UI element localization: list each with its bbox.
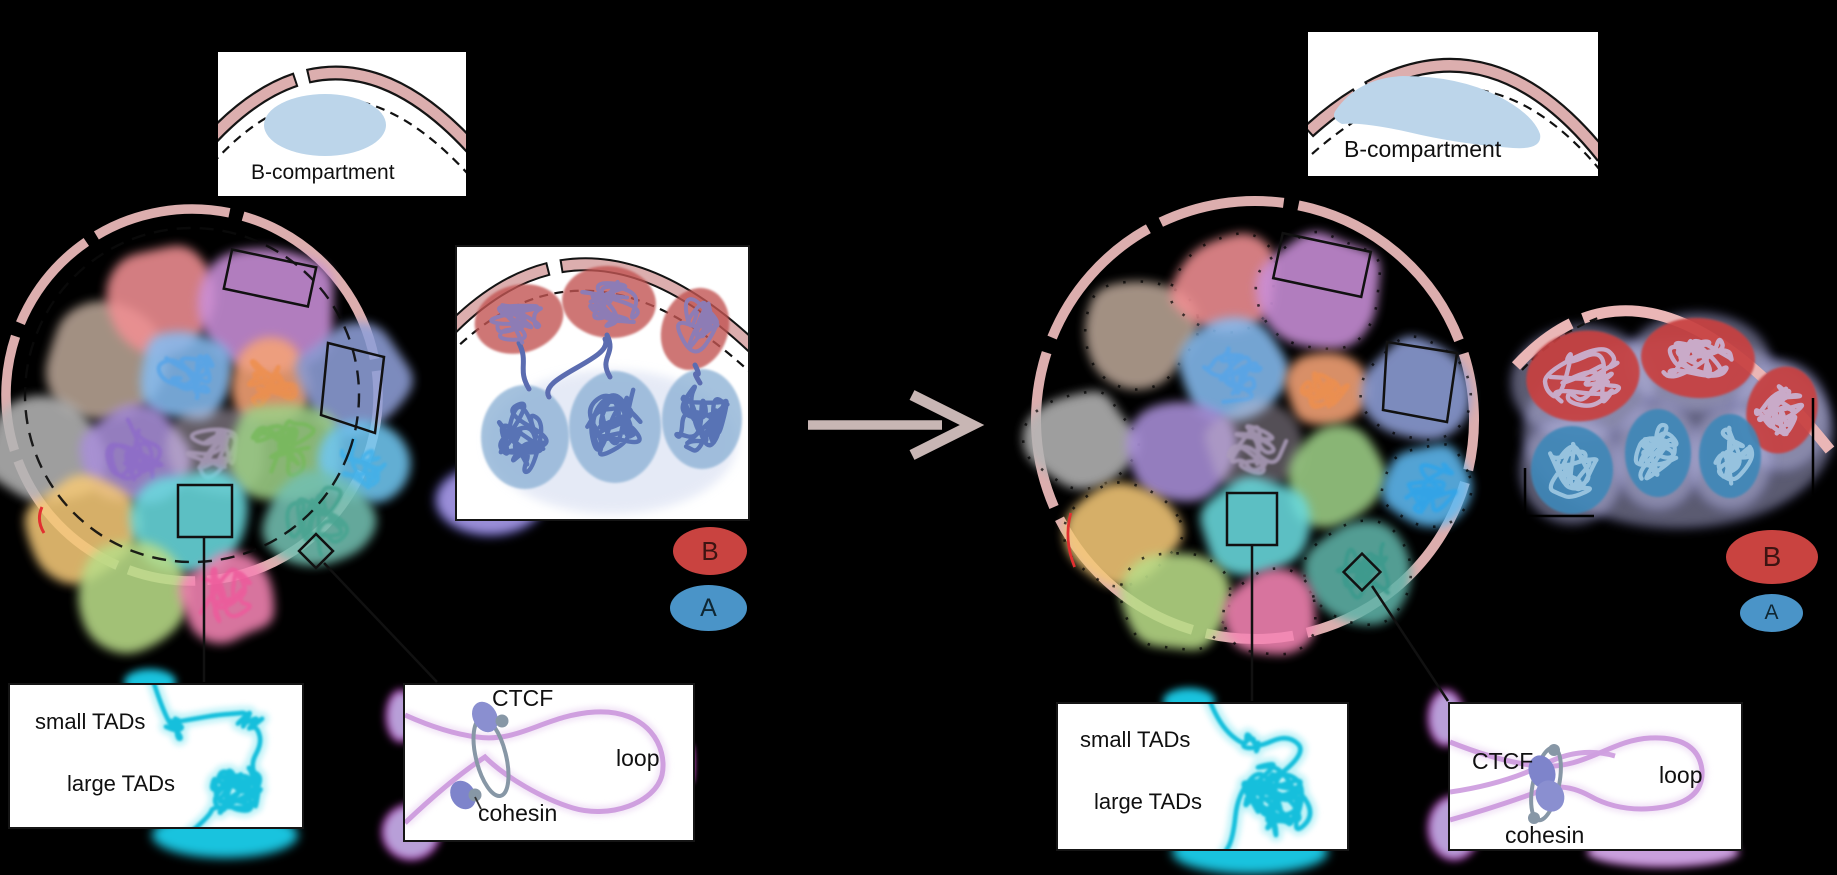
- cohesin-label: cohesin: [478, 800, 558, 826]
- chromatin-fiber: [405, 709, 666, 825]
- nucleus-right: [1021, 196, 1479, 702]
- zoom-region-outlines: [1225, 231, 1459, 702]
- b-compartment-label: B-compartment: [1344, 136, 1502, 162]
- chromosome-territories: [1021, 230, 1473, 656]
- nucleus-left: [0, 204, 438, 683]
- chromosome-territories: [0, 245, 413, 654]
- cohesin-node-bottom: [468, 788, 482, 802]
- cohesin-node-top: [1548, 744, 1560, 756]
- zoom-diamond: [1341, 551, 1383, 593]
- legend-a-compartment: A: [1740, 594, 1803, 632]
- zoom-rect-top: [222, 248, 318, 308]
- zoom-region-outlines: [176, 248, 438, 683]
- nuclear-envelope-band: [218, 65, 466, 153]
- ctcf-label: CTCF: [492, 685, 554, 711]
- partial-frame-lines: [1523, 398, 1815, 518]
- red-edge-mark: [37, 506, 46, 534]
- ctcf-protein-top: [1528, 755, 1556, 789]
- b-compartment-blob: [264, 94, 386, 156]
- legend-b-label: B: [701, 535, 719, 566]
- cohesin-node-top: [495, 714, 509, 728]
- ctcf-protein-top: [472, 701, 498, 733]
- legend-a-compartment: A: [670, 585, 747, 631]
- cohesin-node-bottom: [1528, 812, 1540, 824]
- lamina-dashed-circle: [23, 226, 361, 564]
- cohesin-label: cohesin: [1505, 822, 1585, 848]
- cohesin-pointer-line: [474, 796, 482, 810]
- compartment-detail-inset-left: [455, 245, 750, 521]
- zoom-rect-top: [1271, 231, 1373, 299]
- tads-inset-right: small TADs large TADs: [1056, 702, 1349, 851]
- loop-inset-right: CTCF loop cohesin: [1448, 702, 1743, 851]
- transition-arrow: [808, 390, 985, 460]
- loop-inset-left: CTCF loop cohesin: [403, 683, 695, 842]
- zoom-rect-right: [1381, 340, 1459, 424]
- compartment-cluster-right: [1509, 305, 1835, 530]
- legend-b-compartment: B: [1726, 530, 1818, 584]
- zoom-rect-right: [319, 341, 386, 435]
- connector-diamond-to-loop: [323, 562, 438, 683]
- small-tads-label: small TADs: [1080, 727, 1191, 752]
- large-tads-label: large TADs: [1094, 789, 1203, 814]
- connector-diamond-to-loop: [1370, 585, 1450, 702]
- b-compartment-blob: [1334, 76, 1541, 149]
- small-tads-label: small TADs: [35, 709, 146, 734]
- loop-label: loop: [616, 745, 660, 771]
- ctcf-protein-bottom: [1535, 780, 1565, 812]
- b-compartment-label: B-compartment: [251, 161, 395, 184]
- legend-a-label: A: [700, 593, 717, 622]
- legend-a-label: A: [1764, 601, 1779, 624]
- ctcf-protein-bottom: [450, 780, 476, 810]
- ctcf-label: CTCF: [1472, 748, 1534, 774]
- loop-label: loop: [1659, 762, 1703, 788]
- zoom-diamond: [297, 532, 335, 570]
- legend-b-compartment: B: [673, 527, 747, 575]
- b-compartment-inset-right: B-compartment: [1308, 32, 1598, 176]
- legend-b-label: B: [1762, 541, 1782, 572]
- nuclear-envelope: [1031, 196, 1479, 644]
- large-tads-label: large TADs: [67, 771, 176, 796]
- b-compartment-inset-left: B-compartment: [218, 52, 466, 196]
- tads-inset-left: small TADs large TADs: [8, 683, 304, 829]
